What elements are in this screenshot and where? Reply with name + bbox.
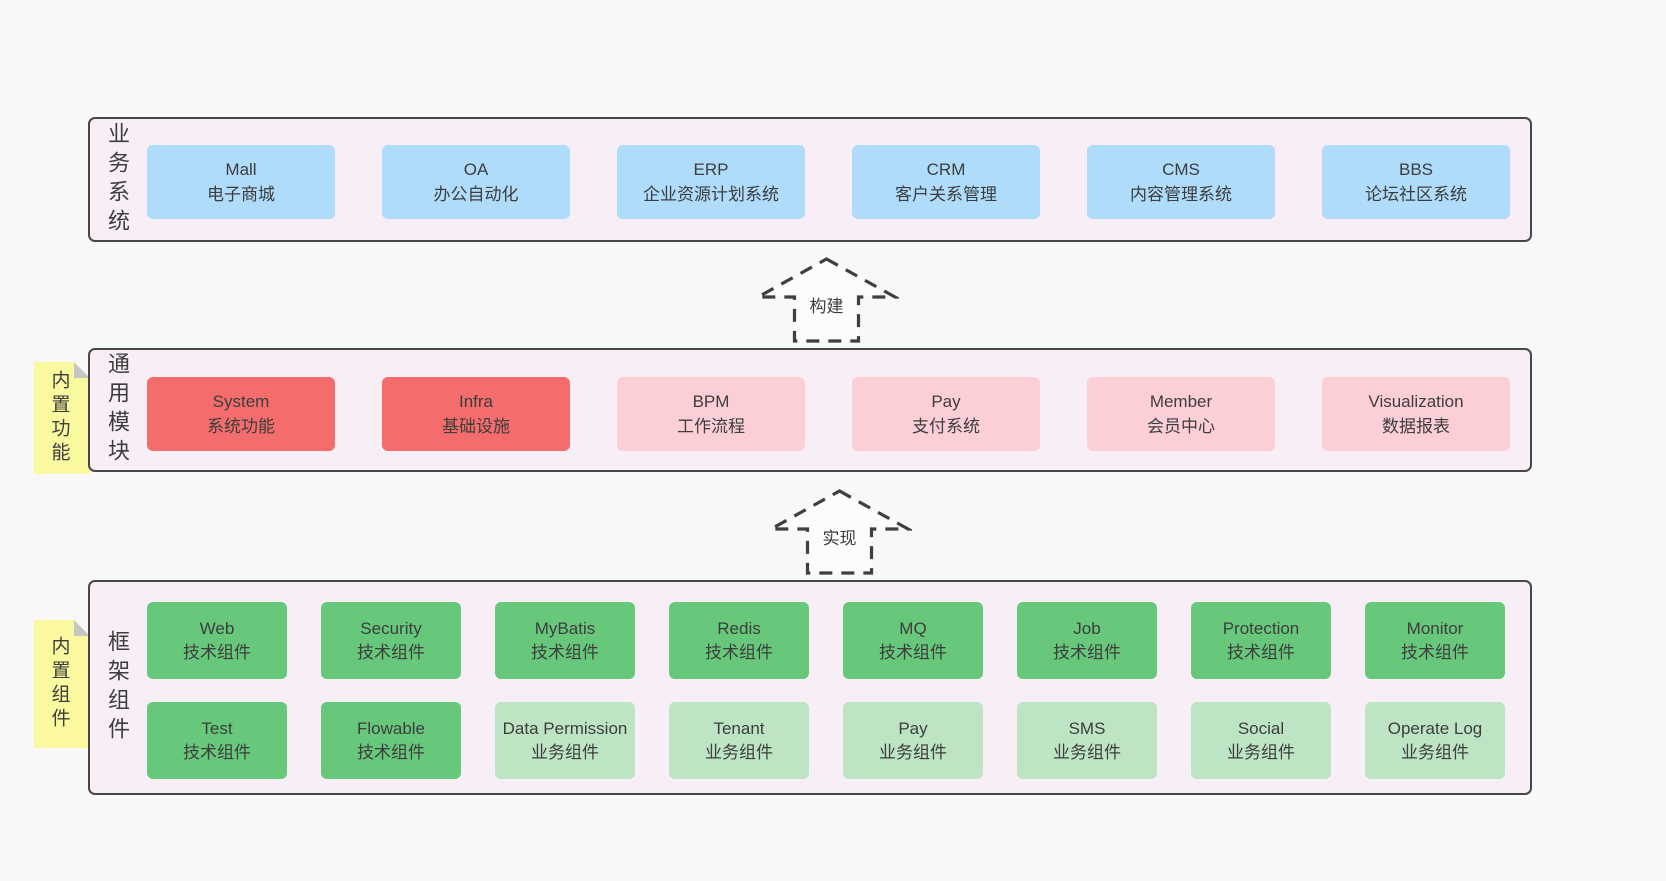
box-subtitle: 业务组件 <box>531 742 599 762</box>
box-pay-module: Pay 支付系统 <box>852 377 1040 451</box>
common-modules-panel-label: 通用模块 <box>105 352 130 468</box>
business-systems-panel-label: 业务系统 <box>105 121 130 238</box>
box-infra: Infra 基础设施 <box>382 377 570 451</box>
box-title: Tenant <box>713 718 765 738</box>
box-redis: Redis 技术组件 <box>669 602 809 679</box>
box-title: Operate Log <box>1387 718 1483 738</box>
box-title: OA <box>463 160 489 179</box>
box-oa: OA 办公自动化 <box>382 145 570 219</box>
builtin-features-note-label: 内置功能 <box>48 370 70 466</box>
box-title: Pay <box>931 392 961 411</box>
box-subtitle: 内容管理系统 <box>1130 185 1232 204</box>
box-title: Mall <box>225 160 257 179</box>
box-job: Job 技术组件 <box>1017 602 1157 679</box>
box-title: Pay <box>898 718 928 738</box>
box-tenant: Tenant 业务组件 <box>669 702 809 779</box>
box-title: Visualization <box>1368 392 1464 411</box>
box-title: Member <box>1149 392 1213 411</box>
box-subtitle: 技术组件 <box>705 642 773 662</box>
box-subtitle: 技术组件 <box>1401 642 1469 662</box>
framework-components-panel-label: 框架组件 <box>105 629 130 746</box>
implement-arrow-label: 实现 <box>819 524 860 549</box>
box-title: Redis <box>717 618 761 638</box>
box-member: Member 会员中心 <box>1087 377 1275 451</box>
box-subtitle: 论坛社区系统 <box>1365 185 1467 204</box>
box-title: Web <box>199 618 235 638</box>
box-title: MQ <box>899 618 927 638</box>
box-bpm: BPM 工作流程 <box>617 377 805 451</box>
box-mq: MQ 技术组件 <box>843 602 983 679</box>
box-title: Social <box>1237 718 1285 738</box>
box-title: BPM <box>692 392 730 411</box>
box-title: Test <box>201 718 233 738</box>
common-modules-panel: 通用模块 System 系统功能 Infra 基础设施 BPM 工作流程 Pay… <box>88 348 1532 472</box>
box-subtitle: 技术组件 <box>1053 642 1121 662</box>
box-subtitle: 业务组件 <box>879 742 947 762</box>
box-monitor: Monitor 技术组件 <box>1365 602 1505 679</box>
box-subtitle: 技术组件 <box>531 642 599 662</box>
box-subtitle: 业务组件 <box>1053 742 1121 762</box>
box-title: SMS <box>1068 718 1106 738</box>
box-sms: SMS 业务组件 <box>1017 702 1157 779</box>
box-web: Web 技术组件 <box>147 602 287 679</box>
box-visualization: Visualization 数据报表 <box>1322 377 1510 451</box>
box-mybatis: MyBatis 技术组件 <box>495 602 635 679</box>
box-title: Job <box>1073 618 1101 638</box>
box-subtitle: 客户关系管理 <box>895 185 997 204</box>
business-systems-panel: 业务系统 Mall 电子商城 OA 办公自动化 ERP 企业资源计划系统 CRM… <box>88 117 1532 242</box>
box-data-permission: Data Permission 业务组件 <box>495 702 635 779</box>
box-system: System 系统功能 <box>147 377 335 451</box>
box-subtitle: 技术组件 <box>357 742 425 762</box>
box-title: MyBatis <box>534 618 596 638</box>
build-arrow: 构建 <box>754 256 899 344</box>
box-subtitle: 工作流程 <box>677 417 745 436</box>
box-erp: ERP 企业资源计划系统 <box>617 145 805 219</box>
box-title: Flowable <box>356 718 426 738</box>
box-cms: CMS 内容管理系统 <box>1087 145 1275 219</box>
build-arrow-label: 构建 <box>806 292 847 317</box>
box-social: Social 业务组件 <box>1191 702 1331 779</box>
box-subtitle: 基础设施 <box>442 417 510 436</box>
framework-components-panel: 框架组件 Web 技术组件 Security 技术组件 MyBatis 技术组件… <box>88 580 1532 795</box>
box-flowable: Flowable 技术组件 <box>321 702 461 779</box>
box-title: System <box>212 392 270 411</box>
box-subtitle: 业务组件 <box>1401 742 1469 762</box>
box-title: CRM <box>926 160 966 179</box>
builtin-components-note-label: 内置组件 <box>48 636 70 732</box>
box-protection: Protection 技术组件 <box>1191 602 1331 679</box>
box-subtitle: 技术组件 <box>879 642 947 662</box>
box-title: BBS <box>1398 160 1434 179</box>
box-title: CMS <box>1162 160 1200 179</box>
box-subtitle: 技术组件 <box>357 642 425 662</box>
box-security: Security 技术组件 <box>321 602 461 679</box>
box-subtitle: 数据报表 <box>1382 417 1450 436</box>
box-title: Monitor <box>1406 618 1464 638</box>
box-subtitle: 业务组件 <box>705 742 773 762</box>
box-mall: Mall 电子商城 <box>147 145 335 219</box>
box-title: Infra <box>458 392 494 411</box>
box-subtitle: 支付系统 <box>912 417 980 436</box>
box-bbs: BBS 论坛社区系统 <box>1322 145 1510 219</box>
box-subtitle: 技术组件 <box>183 642 251 662</box>
implement-arrow: 实现 <box>767 488 912 576</box>
box-subtitle: 会员中心 <box>1147 417 1215 436</box>
box-subtitle: 办公自动化 <box>433 185 519 204</box>
box-pay-component: Pay 业务组件 <box>843 702 983 779</box>
box-subtitle: 技术组件 <box>183 742 251 762</box>
box-operate-log: Operate Log 业务组件 <box>1365 702 1505 779</box>
builtin-components-note: 内置组件 <box>34 620 90 748</box>
box-title: Protection <box>1222 618 1300 638</box>
box-subtitle: 技术组件 <box>1227 642 1295 662</box>
box-subtitle: 系统功能 <box>207 417 275 436</box>
box-test: Test 技术组件 <box>147 702 287 779</box>
box-title: Data Permission <box>502 718 628 738</box>
box-title: Security <box>360 618 422 638</box>
box-title: ERP <box>693 160 729 179</box>
box-subtitle: 电子商城 <box>207 185 275 204</box>
builtin-features-note: 内置功能 <box>34 362 90 474</box>
box-subtitle: 业务组件 <box>1227 742 1295 762</box>
box-crm: CRM 客户关系管理 <box>852 145 1040 219</box>
box-subtitle: 企业资源计划系统 <box>643 185 779 204</box>
